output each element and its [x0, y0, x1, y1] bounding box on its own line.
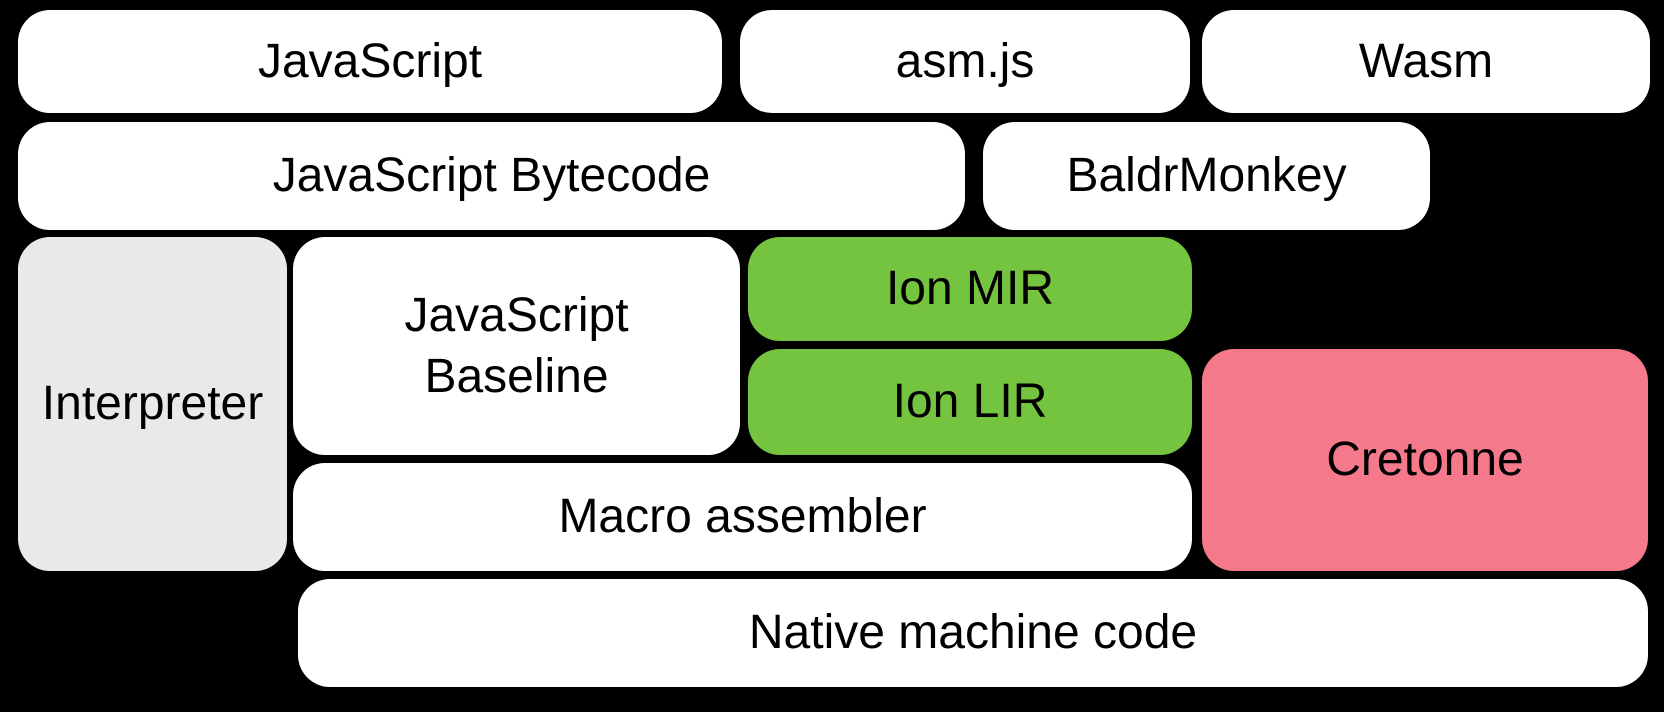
node-javascript-baseline: JavaScript Baseline	[293, 237, 740, 455]
node-native-machine-code: Native machine code	[298, 579, 1648, 687]
node-ion-mir: Ion MIR	[748, 237, 1192, 341]
node-ion-lir: Ion LIR	[748, 349, 1192, 455]
node-macro-assembler: Macro assembler	[293, 463, 1192, 571]
node-interpreter: Interpreter	[18, 237, 287, 571]
node-javascript-bytecode: JavaScript Bytecode	[18, 122, 965, 230]
node-wasm: Wasm	[1202, 10, 1650, 113]
node-baldrmonkey: BaldrMonkey	[983, 122, 1430, 230]
node-javascript: JavaScript	[18, 10, 722, 113]
node-asm-js: asm.js	[740, 10, 1190, 113]
node-cretonne: Cretonne	[1202, 349, 1648, 571]
